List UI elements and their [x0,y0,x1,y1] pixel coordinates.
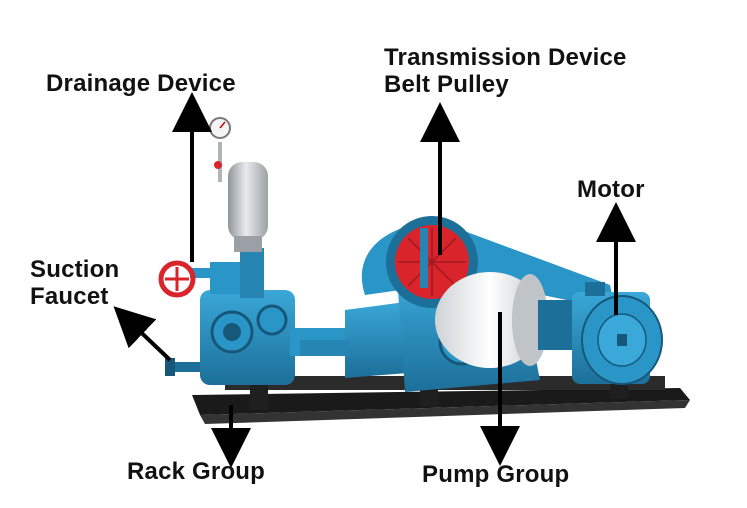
label-suction-line1: Suction [30,256,120,283]
label-rack-group: Rack Group [127,458,266,485]
belt-guard [361,216,615,310]
label-motor: Motor [577,176,645,203]
arrow-suction [113,306,172,362]
annotation-arrows [113,92,636,468]
label-transmission-line2: Belt Pulley [384,71,509,98]
label-suction-faucet: Suction Faucet [30,256,119,310]
label-suction-line2: Faucet [30,283,109,310]
label-transmission-device: Transmission Device Belt Pulley [384,44,627,98]
suction-pipe [165,358,220,376]
air-chamber [209,117,268,252]
label-transmission-line1: Transmission Device [384,44,627,71]
handwheel [158,260,230,298]
fluid-end [200,248,350,385]
label-drainage-device: Drainage Device [46,70,236,97]
white-drum [435,272,548,368]
label-pump-group: Pump Group [422,461,570,488]
electric-motor [538,282,663,385]
